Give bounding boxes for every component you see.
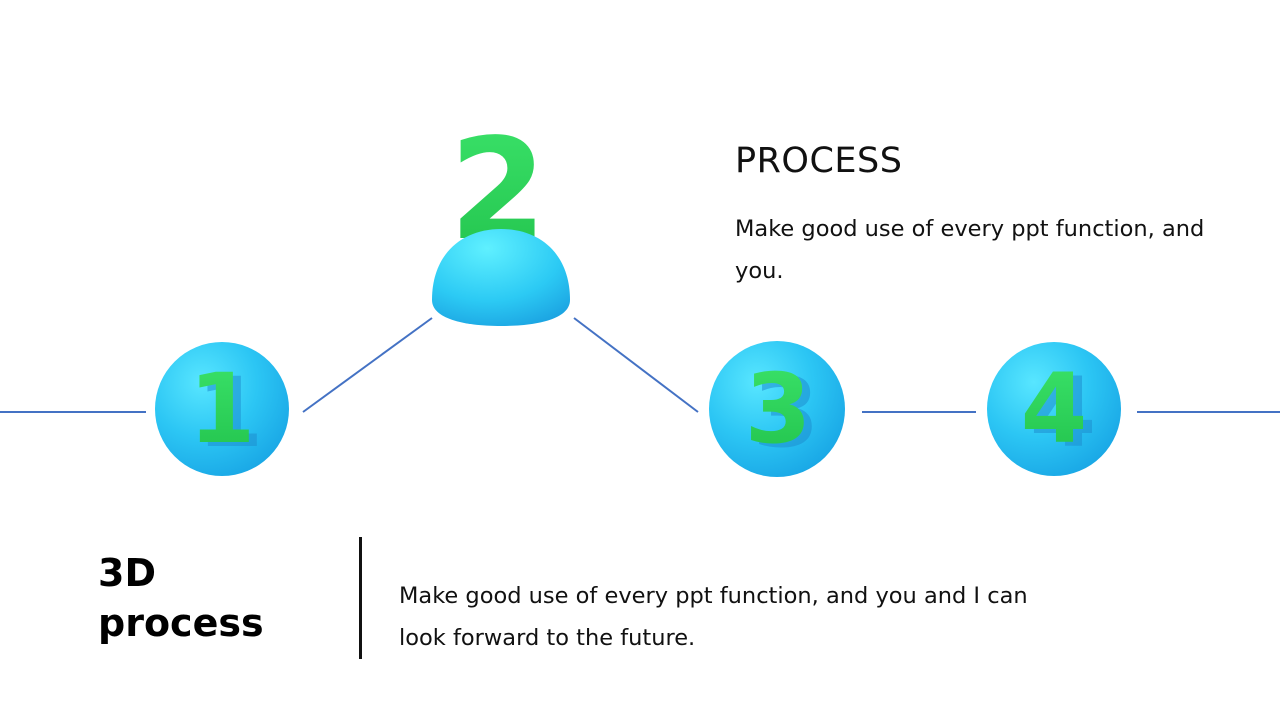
- step-2-dome: [432, 229, 570, 326]
- connector-2-3: [573, 317, 699, 413]
- callout-title: PROCESS: [735, 141, 903, 181]
- step-1: 1 1: [155, 342, 289, 476]
- step-3-sphere: [709, 341, 845, 477]
- step-2: 2: [432, 109, 570, 326]
- step-1-number-shadow: 1: [197, 357, 264, 469]
- step-1-sphere: [155, 342, 289, 476]
- step-4-number-shadow: 4: [1030, 357, 1097, 469]
- step-4-number: 4: [1021, 353, 1088, 465]
- connector-1-2: [302, 317, 433, 413]
- step-3: 3 3: [709, 341, 845, 477]
- connector-lines: [0, 317, 1280, 413]
- step-3-number-shadow: 3: [753, 357, 820, 469]
- step-4-sphere: [987, 342, 1121, 476]
- section-text: Make good use of every ppt function, and…: [399, 583, 1028, 651]
- step-3-number: 3: [745, 353, 812, 465]
- vertical-divider: [359, 537, 362, 659]
- section-title: 3D process: [98, 551, 264, 645]
- callout-text: Make good use of every ppt function, and…: [735, 216, 1205, 284]
- step-1-number: 1: [189, 353, 256, 465]
- step-4: 4 4: [987, 342, 1121, 476]
